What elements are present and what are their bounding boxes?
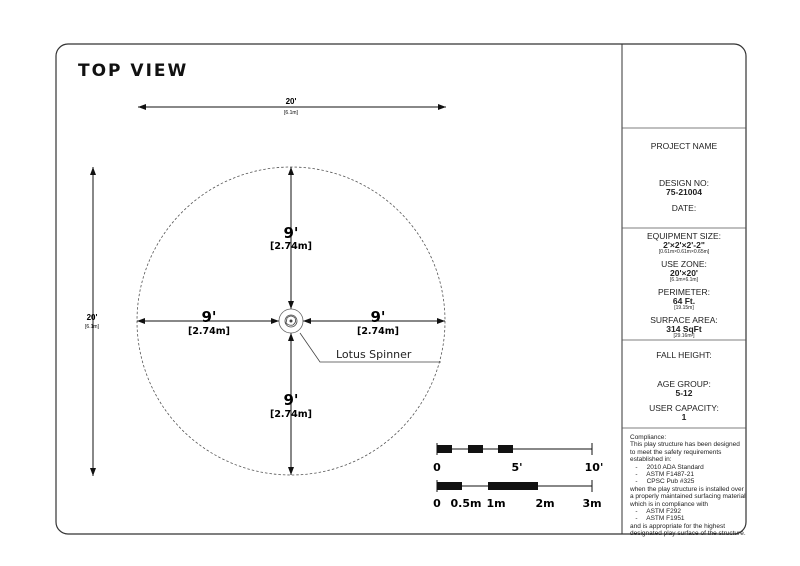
use-zone-value: 20'×20' <box>670 268 698 278</box>
fall-height-label: FALL HEIGHT: <box>656 350 712 360</box>
callout-label: Lotus Spinner <box>336 348 412 361</box>
equipment-size-value: 2'×2'×2'-2" <box>663 240 705 250</box>
callout-leader <box>299 332 441 363</box>
compliance-line: This play structure has been designed <box>630 441 740 449</box>
radius-top-m: [2.74m] <box>270 241 312 252</box>
scale-m-label-0: 0 <box>433 497 441 510</box>
equipment-size-label: EQUIPMENT SIZE: <box>647 231 721 241</box>
overall-depth-m: [6.1m] <box>85 324 100 330</box>
overall-width-ft: 20' <box>286 97 297 106</box>
scale-bar-metric <box>436 480 593 492</box>
compliance-line: to meet the safety requirements <box>630 448 722 456</box>
design-no-label: DESIGN NO: <box>658 178 710 188</box>
perimeter-label: PERIMETER: <box>658 287 710 297</box>
scale-bar-feet <box>436 443 593 455</box>
drawing-title: TOP VIEW <box>78 61 188 81</box>
overall-depth-ft: 20' <box>87 313 98 322</box>
perimeter-value: 64 Ft. <box>672 296 696 306</box>
age-group-label: AGE GROUP: <box>657 379 711 389</box>
scale-m-label-0-5: 0.5m <box>451 497 482 510</box>
compliance-line: established in: <box>630 456 672 464</box>
radius-left-m: [2.74m] <box>188 326 230 337</box>
project-name-label: PROJECT NAME <box>650 141 718 151</box>
compliance-line: when the play structure is installed ove… <box>630 485 744 493</box>
radius-left-ft: 9' <box>201 308 216 326</box>
radius-right-ft: 9' <box>370 308 385 326</box>
compliance-line: - ASTM F292 <box>630 508 681 516</box>
compliance-line: - 2010 ADA Standard <box>630 463 704 471</box>
design-no-value: 75-21004 <box>666 187 702 197</box>
date-label: DATE: <box>671 203 697 213</box>
scale-m-label-1: 1m <box>486 497 505 510</box>
user-capacity-label: USER CAPACITY: <box>649 403 719 413</box>
compliance-line: - ASTM F1487-21 <box>630 471 694 479</box>
radius-bottom-ft: 9' <box>283 391 298 409</box>
compliance-line: which is in compliance with <box>630 500 709 508</box>
radius-right-m: [2.74m] <box>357 326 399 337</box>
use-zone-metric: [6.1m×6.1m] <box>670 277 698 283</box>
compliance-line: - CPSC Pub #325 <box>630 478 695 486</box>
surface-area-label: SURFACE AREA: <box>650 315 718 325</box>
compliance-line: Compliance: <box>630 434 667 441</box>
compliance-note: Compliance: This play structure has been… <box>630 434 746 538</box>
compliance-line: designated play surface of the structure… <box>630 530 746 538</box>
scale-m-label-2: 2m <box>535 497 554 510</box>
overall-width-m: [6.1m] <box>284 110 299 116</box>
radius-bottom-m: [2.74m] <box>270 409 312 420</box>
user-capacity-value: 1 <box>681 412 687 422</box>
equipment-size-metric: [0.61m×0.61m×0.65m] <box>658 249 710 255</box>
lotus-spinner-equipment <box>278 308 304 334</box>
scale-ft-label-0: 0 <box>433 461 441 474</box>
scale-m-label-3: 3m <box>582 497 601 510</box>
scale-ft-label-5: 5' <box>511 461 522 474</box>
perimeter-metric: [19.15m] <box>674 305 694 311</box>
compliance-line: - ASTM F1951 <box>630 515 685 523</box>
compliance-line: and is appropriate for the highest <box>630 522 726 530</box>
radius-top-ft: 9' <box>283 224 298 242</box>
surface-area-metric: [29.16m²] <box>673 333 695 339</box>
compliance-line: a properly maintained surfacing material <box>630 493 746 501</box>
use-zone-label: USE ZONE: <box>661 259 707 269</box>
scale-ft-label-10: 10' <box>585 461 604 474</box>
sheet-border <box>55 43 747 535</box>
surface-area-value: 314 SqFt <box>666 324 702 334</box>
age-group-value: 5-12 <box>675 388 693 398</box>
